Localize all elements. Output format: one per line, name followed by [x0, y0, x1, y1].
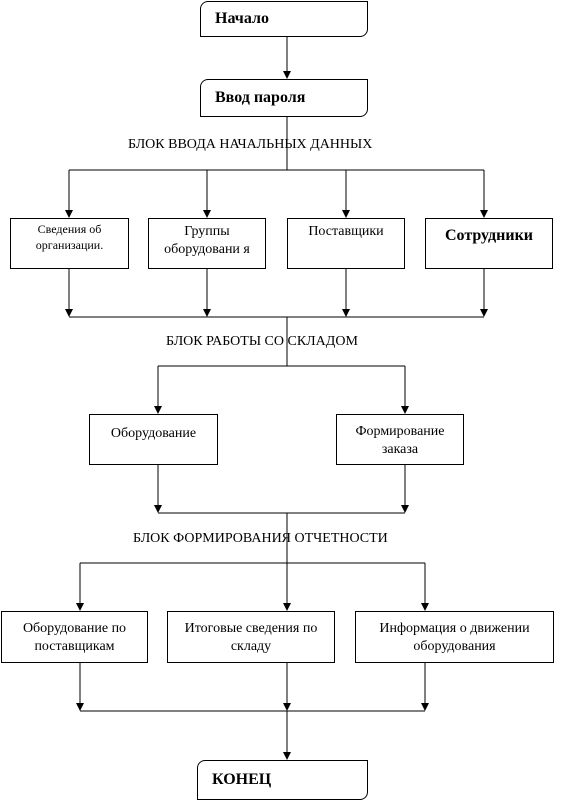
block-suppliers-label: Поставщики: [308, 224, 384, 239]
block-organization-info: Сведения об организации.: [10, 218, 129, 269]
end-label: КОНЕЦ: [212, 771, 272, 788]
block-employees-label: Сотрудники: [444, 227, 534, 244]
start-terminator: Начало: [200, 1, 368, 37]
block-order-forming: Формирование заказа: [336, 414, 464, 465]
start-label: Начало: [215, 10, 269, 27]
section-input-data: БЛОК ВВОДА НАЧАЛЬНЫХ ДАННЫХ: [128, 137, 373, 152]
block-organization-info-label: Сведения об организации.: [35, 222, 104, 252]
section-reports: БЛОК ФОРМИРОВАНИЯ ОТЧЕТНОСТИ: [133, 531, 388, 546]
password-label: Ввод пароля: [215, 89, 306, 106]
block-suppliers: Поставщики: [287, 218, 405, 269]
block-employees: Сотрудники: [425, 218, 553, 269]
block-equipment-movement: Информация о движении оборудования: [355, 611, 554, 663]
password-input-block: Ввод пароля: [200, 79, 368, 117]
section-warehouse: БЛОК РАБОТЫ СО СКЛАДОМ: [166, 334, 358, 349]
block-equipment: Оборудование: [89, 414, 218, 465]
block-equipment-movement-label: Информация о движении оборудования: [379, 621, 530, 654]
block-equipment-groups-label: Группы оборудовани я: [164, 224, 250, 257]
end-terminator: КОНЕЦ: [197, 760, 368, 800]
block-equipment-by-suppliers: Оборудование по поставщикам: [1, 611, 148, 663]
block-equipment-groups: Группы оборудовани я: [148, 218, 266, 269]
block-equipment-by-suppliers-label: Оборудование по поставщикам: [22, 621, 127, 654]
block-warehouse-summary-label: Итоговые сведения по складу: [184, 621, 318, 654]
block-warehouse-summary: Итоговые сведения по складу: [167, 611, 335, 663]
block-order-forming-label: Формирование заказа: [355, 424, 445, 457]
block-equipment-label: Оборудование: [110, 426, 197, 441]
